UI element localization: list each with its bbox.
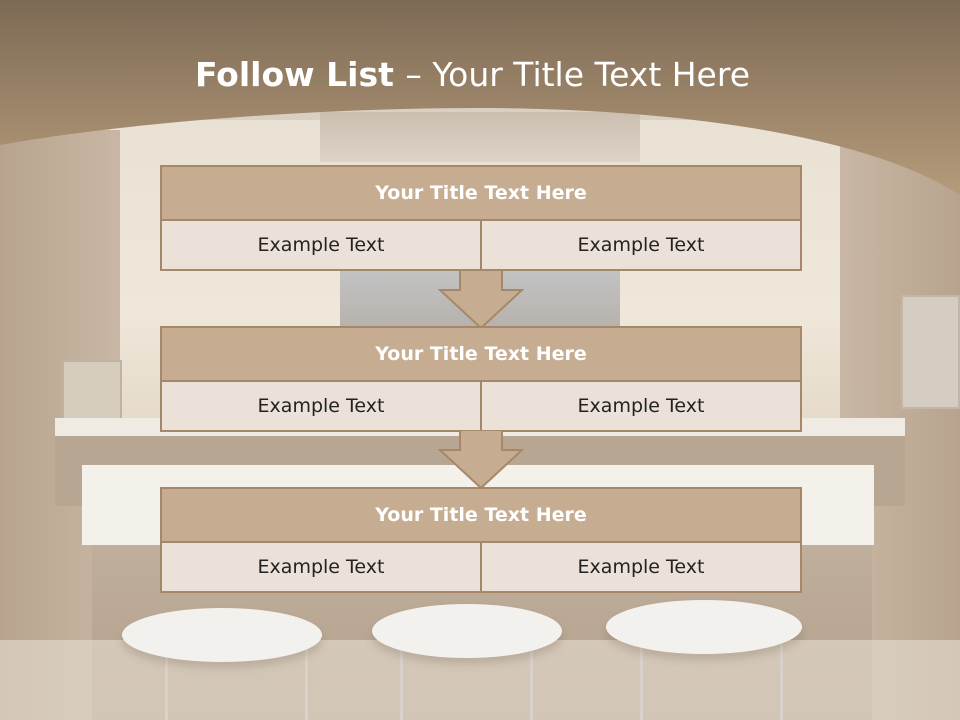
slide-title-bold: Follow List (194, 55, 406, 94)
bar-stool (372, 604, 562, 658)
down-arrow-icon (438, 430, 524, 490)
step-row: Example Text Example Text (160, 221, 802, 271)
follow-list-step-3: Your Title Text Here Example Text Exampl… (160, 487, 802, 593)
step-title: Your Title Text Here (160, 165, 802, 221)
follow-list-step-2: Your Title Text Here Example Text Exampl… (160, 326, 802, 432)
step-right-text: Example Text (482, 382, 802, 432)
stool-leg (165, 640, 168, 720)
step-row: Example Text Example Text (160, 543, 802, 593)
stool-leg (780, 640, 783, 720)
step-title: Your Title Text Here (160, 487, 802, 543)
step-title: Your Title Text Here (160, 326, 802, 382)
step-left-text: Example Text (160, 382, 482, 432)
wall-oven (901, 295, 960, 409)
down-arrow-icon (438, 270, 524, 330)
step-right-text: Example Text (482, 221, 802, 271)
bar-stool (122, 608, 322, 662)
stool-leg (400, 640, 403, 720)
stool-leg (305, 640, 308, 720)
step-left-text: Example Text (160, 221, 482, 271)
step-left-text: Example Text (160, 543, 482, 593)
microwave (62, 360, 122, 420)
stool-leg (640, 640, 643, 720)
bar-stool (606, 600, 802, 654)
stool-leg (530, 640, 533, 720)
follow-list-step-1: Your Title Text Here Example Text Exampl… (160, 165, 802, 271)
slide-title-rest: – Your Title Text Here (405, 55, 751, 94)
step-row: Example Text Example Text (160, 382, 802, 432)
step-right-text: Example Text (482, 543, 802, 593)
slide-title: Follow List – Your Title Text Here (0, 55, 945, 94)
range-hood (320, 112, 640, 162)
header-band (0, 0, 960, 200)
